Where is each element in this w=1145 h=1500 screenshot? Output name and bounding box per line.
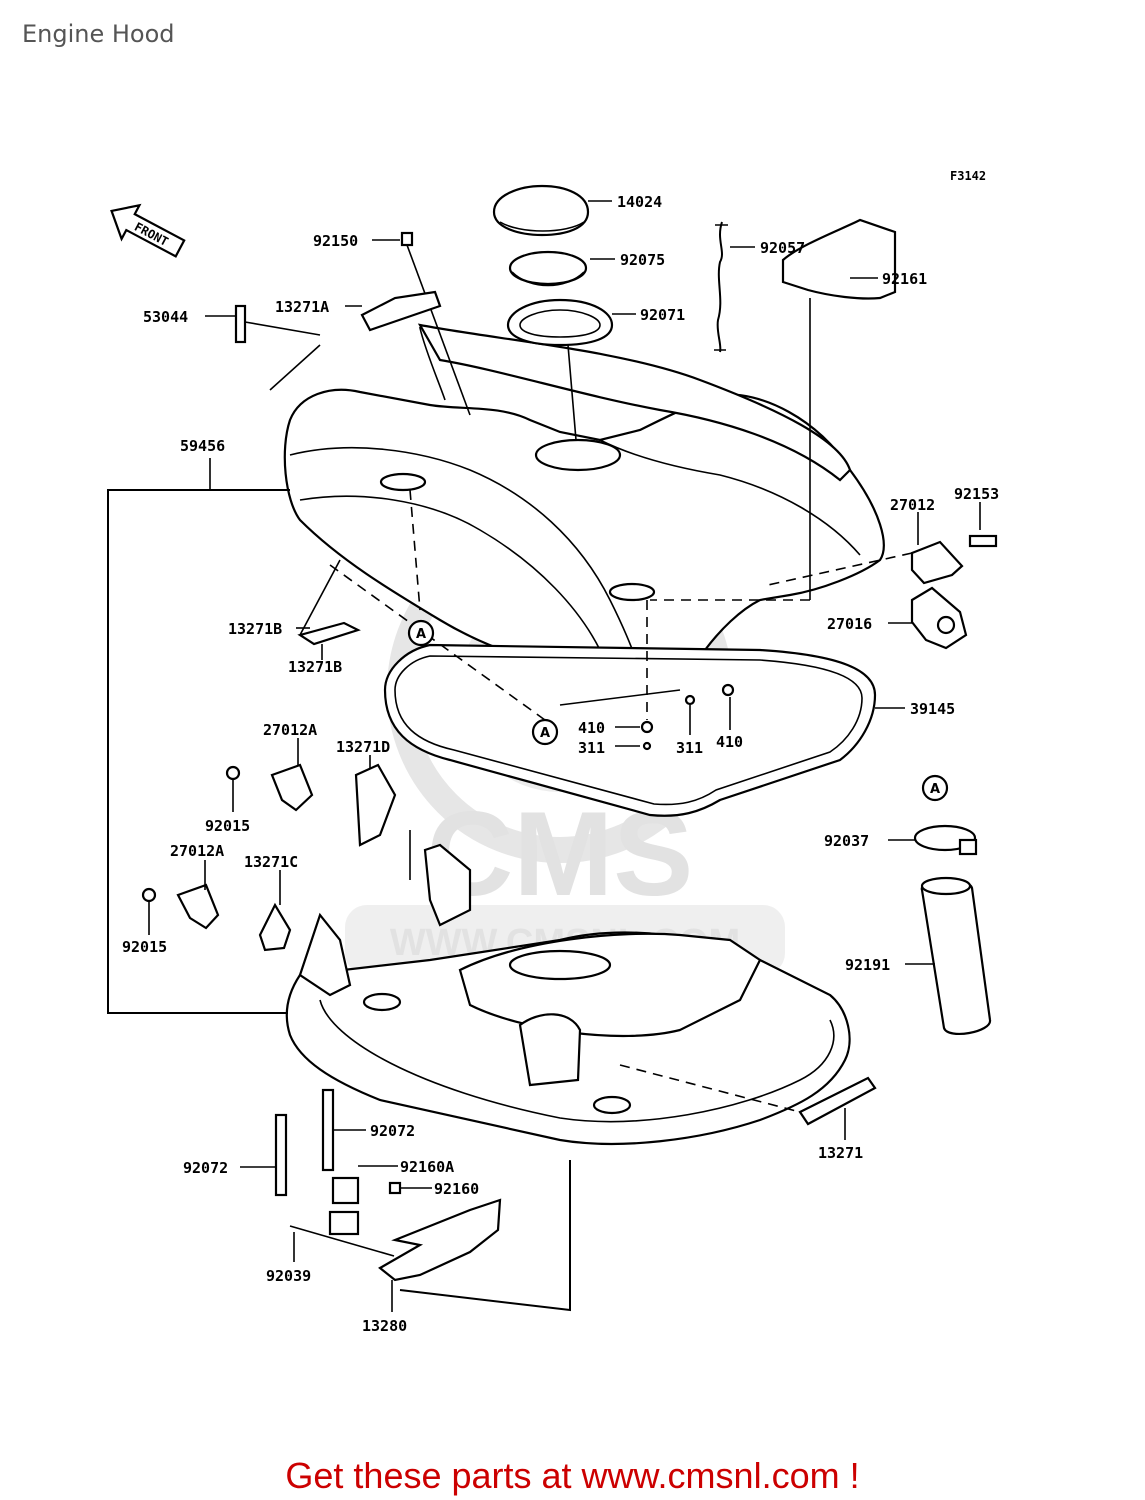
- part-label: 13271B: [288, 658, 342, 676]
- part-label: 311: [676, 739, 703, 757]
- engine-hood-lower: [285, 843, 851, 1146]
- lock-27012: [910, 534, 998, 585]
- part-label: 92015: [205, 817, 250, 835]
- gasket-39145: [383, 643, 877, 817]
- part-label: 92072: [183, 1159, 228, 1177]
- reference-marker-a-3: A: [921, 774, 949, 802]
- footer-parts-link[interactable]: Get these parts at www.cmsnl.com !: [285, 1455, 860, 1496]
- part-labels: 14024 92150 92075 92057 92161 13271A 530…: [122, 193, 999, 1335]
- part-label: 53044: [143, 308, 188, 326]
- part-label: 92015: [122, 938, 167, 956]
- assembly-frame-59456: [107, 489, 290, 1014]
- pad-92160A: [328, 1176, 360, 1236]
- part-label: 27016: [827, 615, 872, 633]
- part-label: 410: [578, 719, 605, 737]
- part-label: 13271A: [275, 298, 329, 316]
- leader-lines: [148, 200, 981, 1312]
- engine-hood-upper: [283, 323, 885, 676]
- part-label: 92191: [845, 956, 890, 974]
- part-label: 92071: [640, 306, 685, 324]
- part-label: 92160: [434, 1180, 479, 1198]
- lanyard-cord: [714, 221, 728, 353]
- part-label: 92153: [954, 485, 999, 503]
- cover-13280: [289, 1198, 502, 1282]
- bracket-13271D: [354, 763, 397, 847]
- part-label: 13271C: [244, 853, 298, 871]
- part-label: 27012A: [170, 842, 224, 860]
- part-label: 92150: [313, 232, 358, 250]
- bolt-92150: [400, 231, 471, 416]
- bracket-27012A-upper: [225, 763, 314, 812]
- svg-text:A: A: [930, 782, 940, 797]
- reference-marker-a-1: A: [407, 619, 435, 647]
- part-label: 92075: [620, 251, 665, 269]
- strap-92072-a: [321, 1088, 335, 1172]
- bracket-27012A-lower: [141, 883, 220, 930]
- part-label: 92160A: [400, 1158, 454, 1176]
- part-label: 92072: [370, 1122, 415, 1140]
- part-label: 92161: [882, 270, 927, 288]
- part-label: 13271D: [336, 738, 390, 756]
- front-arrow-icon: FRONT: [110, 203, 186, 258]
- hood-cap-stack: [492, 184, 614, 441]
- part-label: 13271B: [228, 620, 282, 638]
- part-label: 92057: [760, 239, 805, 257]
- part-label: 59456: [180, 437, 225, 455]
- part-label: 410: [716, 733, 743, 751]
- svg-text:A: A: [540, 726, 550, 741]
- bracket-13271: [619, 1064, 877, 1126]
- clamp-92037: [913, 824, 978, 856]
- part-label: 92039: [266, 1267, 311, 1285]
- pin-53044: [234, 304, 321, 391]
- pad-92160: [388, 1181, 402, 1195]
- reference-marker-a-2: A: [531, 718, 559, 746]
- pad-92161: [650, 218, 897, 601]
- strap-92072-b: [274, 1113, 288, 1197]
- part-label: 27012: [890, 496, 935, 514]
- part-label: 13280: [362, 1317, 407, 1335]
- bracket-13271A: [360, 290, 442, 332]
- latch-27016: [910, 586, 968, 650]
- leader-13280-frame: [399, 1160, 571, 1312]
- hose-92191: [920, 876, 992, 1036]
- page-title: Engine Hood: [22, 20, 175, 48]
- part-label: 92037: [824, 832, 869, 850]
- part-label: 39145: [910, 700, 955, 718]
- figure-code: F3142: [950, 169, 986, 183]
- bracket-13271B: [297, 559, 361, 646]
- part-label: 13271: [818, 1144, 863, 1162]
- svg-text:A: A: [416, 627, 426, 642]
- part-label: 27012A: [263, 721, 317, 739]
- part-label: 311: [578, 739, 605, 757]
- part-label: 14024: [617, 193, 662, 211]
- bracket-13271C: [258, 902, 292, 952]
